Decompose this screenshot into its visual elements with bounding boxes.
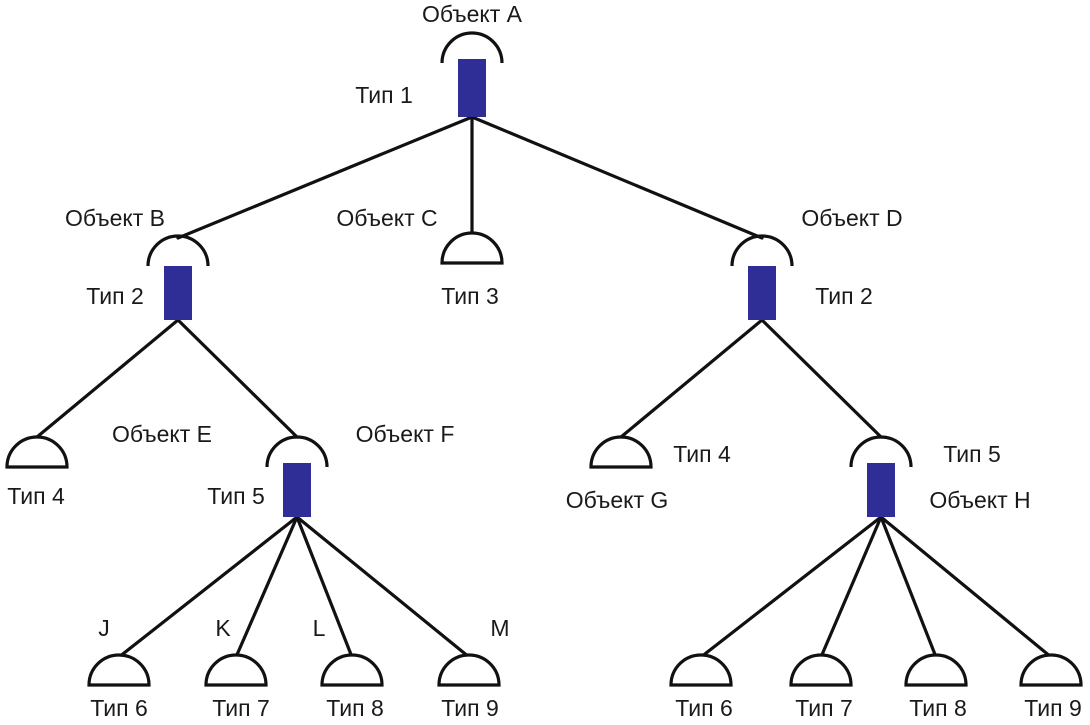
object-m-label: M	[490, 615, 509, 641]
node-object-a: Объект A Тип 1	[355, 1, 523, 117]
object-d-type-label: Тип 2	[815, 283, 873, 309]
edge-d-h	[760, 318, 883, 439]
object-l-type-label: Тип 8	[326, 695, 384, 721]
node-object-k: K Тип 7	[204, 615, 270, 721]
object-h-label: Объект H	[929, 487, 1030, 513]
object-j-arc-icon	[87, 653, 151, 687]
node-h-child-4: Тип 9	[1019, 653, 1083, 721]
edge-b-e	[35, 318, 180, 439]
object-c-type-label: Тип 3	[441, 283, 499, 309]
node-object-d: Объект D Тип 2	[730, 205, 903, 320]
edge-h-h1	[699, 515, 883, 659]
object-h-type-label: Тип 5	[943, 441, 1001, 467]
object-b-type-label: Тип 2	[86, 283, 144, 309]
object-k-label: K	[215, 615, 231, 641]
object-b-arc-icon	[146, 234, 210, 267]
object-g-type-label: Тип 4	[673, 441, 731, 467]
object-a-label: Объект A	[422, 1, 523, 27]
edge-a-d	[470, 115, 764, 240]
object-f-type-box	[283, 463, 311, 517]
object-m-type-label: Тип 9	[441, 695, 499, 721]
object-f-type-label: Тип 5	[207, 483, 265, 509]
object-b-label: Объект B	[65, 205, 165, 231]
edge-b-f	[176, 318, 299, 439]
object-d-arc-icon	[730, 234, 794, 267]
object-g-label: Объект G	[566, 487, 669, 513]
h-child-4-type-label: Тип 9	[1024, 695, 1082, 721]
object-l-arc-icon	[320, 653, 384, 687]
node-h-child-1: Тип 6	[669, 653, 733, 721]
edge-f-j	[117, 515, 299, 659]
h-child-3-arc-icon	[904, 653, 968, 687]
node-object-b: Объект B Тип 2	[65, 205, 210, 320]
h-child-3-type-label: Тип 8	[909, 695, 967, 721]
h-child-2-type-label: Тип 7	[795, 695, 853, 721]
edge-f-l	[295, 515, 354, 659]
edge-h-h2	[819, 515, 883, 659]
object-h-arc-icon	[849, 435, 913, 468]
object-k-type-label: Тип 7	[212, 695, 270, 721]
node-object-m: M Тип 9	[437, 615, 510, 721]
h-child-4-arc-icon	[1019, 653, 1083, 687]
object-m-arc-icon	[437, 653, 501, 687]
node-h-child-2: Тип 7	[789, 653, 853, 721]
object-l-label: L	[313, 615, 326, 641]
object-j-type-label: Тип 6	[90, 695, 148, 721]
node-object-g: Объект G Тип 4	[566, 435, 731, 513]
object-a-type-label: Тип 1	[355, 82, 413, 108]
h-child-1-type-label: Тип 6	[675, 695, 733, 721]
node-object-f: Объект F Тип 5	[207, 421, 454, 517]
object-f-label: Объект F	[356, 421, 455, 447]
h-child-2-arc-icon	[789, 653, 853, 687]
node-object-h: Объект H Тип 5	[849, 435, 1031, 517]
object-d-type-box	[748, 266, 776, 320]
object-c-label: Объект C	[336, 205, 437, 231]
edge-a-b	[176, 115, 474, 240]
node-object-l: L Тип 8	[313, 615, 384, 721]
edge-h-h3	[879, 515, 938, 659]
node-h-child-3: Тип 8	[904, 653, 968, 721]
object-h-type-box	[867, 463, 895, 517]
object-e-type-label: Тип 4	[7, 483, 65, 509]
object-a-arc-icon	[440, 31, 504, 64]
object-d-label: Объект D	[801, 205, 902, 231]
object-b-type-box	[164, 266, 192, 320]
h-child-1-arc-icon	[669, 653, 733, 687]
node-object-c: Объект C Тип 3	[336, 205, 504, 309]
object-c-arc-icon	[440, 231, 504, 265]
object-f-arc-icon	[265, 435, 329, 468]
edge-d-g	[619, 318, 764, 439]
node-object-e: Объект E Тип 4	[5, 421, 212, 509]
edges	[35, 115, 1053, 659]
edge-f-m	[295, 515, 471, 659]
object-a-type-box	[458, 59, 486, 117]
node-object-j: J Тип 6	[87, 615, 151, 721]
object-e-arc-icon	[5, 435, 69, 469]
object-g-arc-icon	[589, 435, 653, 469]
edge-f-k	[234, 515, 299, 659]
object-k-arc-icon	[204, 653, 268, 687]
object-j-label: J	[98, 615, 110, 641]
edge-h-h4	[879, 515, 1053, 659]
object-e-label: Объект E	[112, 421, 212, 447]
